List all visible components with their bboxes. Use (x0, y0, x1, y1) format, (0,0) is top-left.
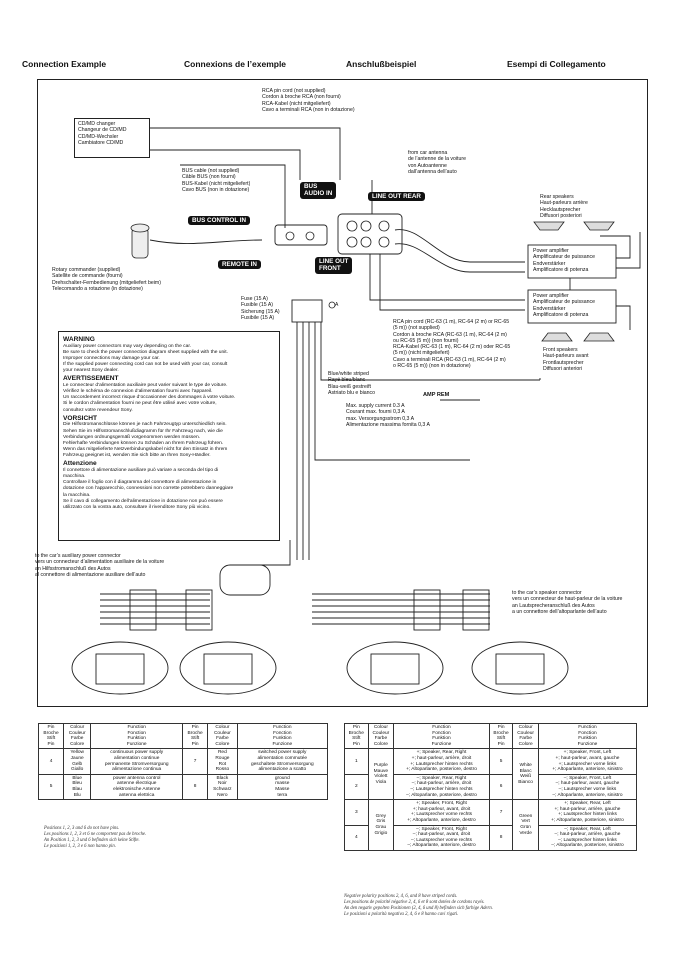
table-cell: 4 (344, 824, 369, 851)
table-cell: Yellow Jaune Gelb Giallo (63, 748, 92, 775)
col-colour: Colour Couleur Farbe Colore (63, 722, 92, 750)
table-cell: 2 (344, 773, 369, 801)
aux-power-connector-label: to the car’s auxiliary power connector v… (35, 553, 165, 578)
col-colour: Colour Couleur Farbe Colore (367, 722, 395, 750)
speaker-connector-label: to the car’s speaker connector vers un c… (512, 590, 623, 615)
header-esempi: Esempi di Collegamento (507, 59, 606, 69)
header-connexions: Connexions de l’exemple (184, 59, 287, 69)
col-function: Function Fonction Funktion Funzione (537, 722, 638, 750)
col-colour: Colour Couleur Farbe Colore (207, 722, 238, 750)
col-function: Function Fonction Funktion Funzione (236, 722, 329, 750)
table-cell: 7 (182, 748, 209, 775)
table-row: 3 Grey Gris Grau Grigio +; Speaker, Fron… (344, 799, 638, 851)
table-cell: +; Speaker, Rear, Right +; haut-parleur,… (393, 748, 490, 775)
table-cell: Blue Bleu Blau Blu (63, 773, 92, 801)
table-cell: ground masse Masse terra (236, 773, 329, 801)
table-cell: 5 (37, 773, 65, 801)
bus-audio-in-tag: BUS AUDIO IN (300, 182, 337, 199)
power-amplifier-2-label: Power amplifier Amplificateur de puissan… (533, 293, 595, 318)
rca-pin-cord-rc-label: RCA pin cord (RC-63 (1 m), RC-64 (2 m) o… (393, 319, 511, 370)
col-pin: Pin Broche Stift Pin (182, 722, 209, 750)
rear-speakers-label: Rear speakers Haut-parleurs arrière Heck… (540, 194, 588, 219)
table-cell: Purple Mauve Violett Viola (367, 748, 395, 801)
table-cell: Green Vert Grün Verde (512, 799, 539, 851)
warning-body-it: Il connettore di alimentazione ausiliare… (63, 467, 234, 510)
right-table-note: Negative polarity positions 2, 4, 6, and… (344, 894, 493, 917)
table-cell: +; Speaker, Front, Left +; haut-parleur,… (537, 748, 638, 775)
warning-title-it: Attenzione (63, 460, 97, 468)
rotary-commander-label: Rotary commander (supplied) Satellite de… (52, 267, 161, 292)
warning-title-fr: AVERTISSEMENT (63, 375, 119, 383)
col-function: Function Fonction Funktion Funzione (393, 722, 490, 750)
col-function: Function Fonction Funktion Funzione (90, 722, 184, 750)
table-row: 4 –; Speaker, Front, Right –; haut-parle… (344, 824, 638, 851)
rca-pin-cord-label: RCA pin cord (not supplied) Cordon à bro… (262, 88, 355, 113)
warning-title-de: VORSICHT (63, 414, 98, 422)
warning-box: WARNING Auxiliary power connectors may v… (58, 331, 280, 541)
table-row: 4 Yellow Jaune Gelb Giallo continuous po… (37, 748, 329, 775)
col-colour: Colour Couleur Farbe Colore (512, 722, 539, 750)
table-cell: 3 (344, 799, 369, 826)
table-row: 1 Purple Mauve Violett Viola +; Speaker,… (344, 748, 638, 801)
table-cell: 8 (182, 773, 209, 801)
warning-title-en: WARNING (63, 336, 95, 343)
table-cell: Black Noir Schwarz Nero (207, 773, 238, 801)
col-pin: Pin Broche Stift Pin (344, 722, 369, 750)
warning-body-fr: Le connecteur d’alimentation auxiliaire … (63, 382, 236, 413)
circle-a-marker: A (335, 302, 339, 308)
table-cell: +; Speaker, Rear, Left +; haut-parleur, … (537, 799, 638, 826)
table-cell: –; Speaker, Rear, Right –; haut-parleur,… (393, 773, 490, 801)
speaker-pin-table: Pin Broche Stift Pin Colour Couleur Farb… (344, 722, 638, 851)
line-out-front-tag: LINE OUT FRONT (315, 257, 353, 274)
warning-body-de: Die Hilfsstromanschlüsse können je nach … (63, 422, 228, 459)
table-cell: 5 (488, 748, 514, 775)
fuse-label: Fuse (15 A) Fusible (15 A) Sicherung (15… (241, 296, 280, 321)
table-cell: –; Speaker, Front, Left –; haut-parleur,… (537, 773, 638, 801)
table-cell: power antenna control antenne électrique… (90, 773, 184, 801)
col-pin: Pin Broche Stift Pin (488, 722, 514, 750)
table-cell: switched power supply alimentation commu… (236, 748, 329, 775)
bus-control-in-tag: BUS CONTROL IN (188, 216, 251, 226)
table-cell: 7 (488, 799, 514, 826)
table-cell: 1 (344, 748, 369, 775)
cd-md-changer-box: CD/MD changer Changeur de CD/MD CD/MD-We… (74, 118, 150, 158)
line-out-rear-tag: LINE OUT REAR (368, 192, 425, 202)
table-cell: 4 (37, 748, 65, 775)
amp-rem-label: AMP REM (423, 392, 450, 398)
power-amplifier-1-label: Power amplifier Amplificateur de puissan… (533, 248, 595, 273)
power-pin-table: Pin Broche Stift Pin Colour Couleur Farb… (37, 722, 329, 801)
car-antenna-label: from car antenna de l’antenne de la voit… (408, 150, 466, 175)
table-cell: continuous power supply alimentation con… (90, 748, 184, 775)
table-row: 5 Blue Bleu Blau Blu power antenna contr… (37, 773, 329, 801)
table-cell: White Blanc Weiß Bianco (512, 748, 539, 801)
table-cell: Red Rouge Rot Rosso (207, 748, 238, 775)
table-header-row: Pin Broche Stift Pin Colour Couleur Farb… (344, 722, 638, 750)
table-cell: +; Speaker, Front, Right +; haut-parleur… (393, 799, 490, 826)
warning-body-en: Auxiliary power connectors may vary depe… (63, 343, 229, 374)
blue-white-striped-label: Blue/white striped Rayé bleu/blanc Blau-… (328, 371, 376, 396)
remote-in-tag: REMOTE IN (218, 260, 261, 270)
table-cell: Grey Gris Grau Grigio (367, 799, 395, 851)
table-cell: –; Speaker, Front, Right –; haut-parleur… (393, 824, 490, 851)
table-cell: 8 (488, 824, 514, 851)
diagram-frame (37, 79, 648, 707)
bus-cable-label: BUS cable (not supplied) Câble BUS (non … (182, 168, 251, 193)
header-anschlussbeispiel: Anschlußbeispiel (346, 59, 417, 69)
header-connection-example: Connection Example (22, 59, 107, 69)
front-speakers-label: Front speakers Haut-parleurs avant Front… (543, 347, 589, 372)
table-cell: 6 (488, 773, 514, 801)
table-header-row: Pin Broche Stift Pin Colour Couleur Farb… (37, 722, 329, 750)
table-cell: –; Speaker, Rear, Left –; haut-parleur, … (537, 824, 638, 851)
col-pin: Pin Broche Stift Pin (37, 722, 65, 750)
max-supply-current-label: Max. supply current 0.3 A Courant max. f… (346, 403, 430, 428)
left-table-note: Positions 1, 2, 3 and 6 do not have pins… (44, 826, 147, 849)
